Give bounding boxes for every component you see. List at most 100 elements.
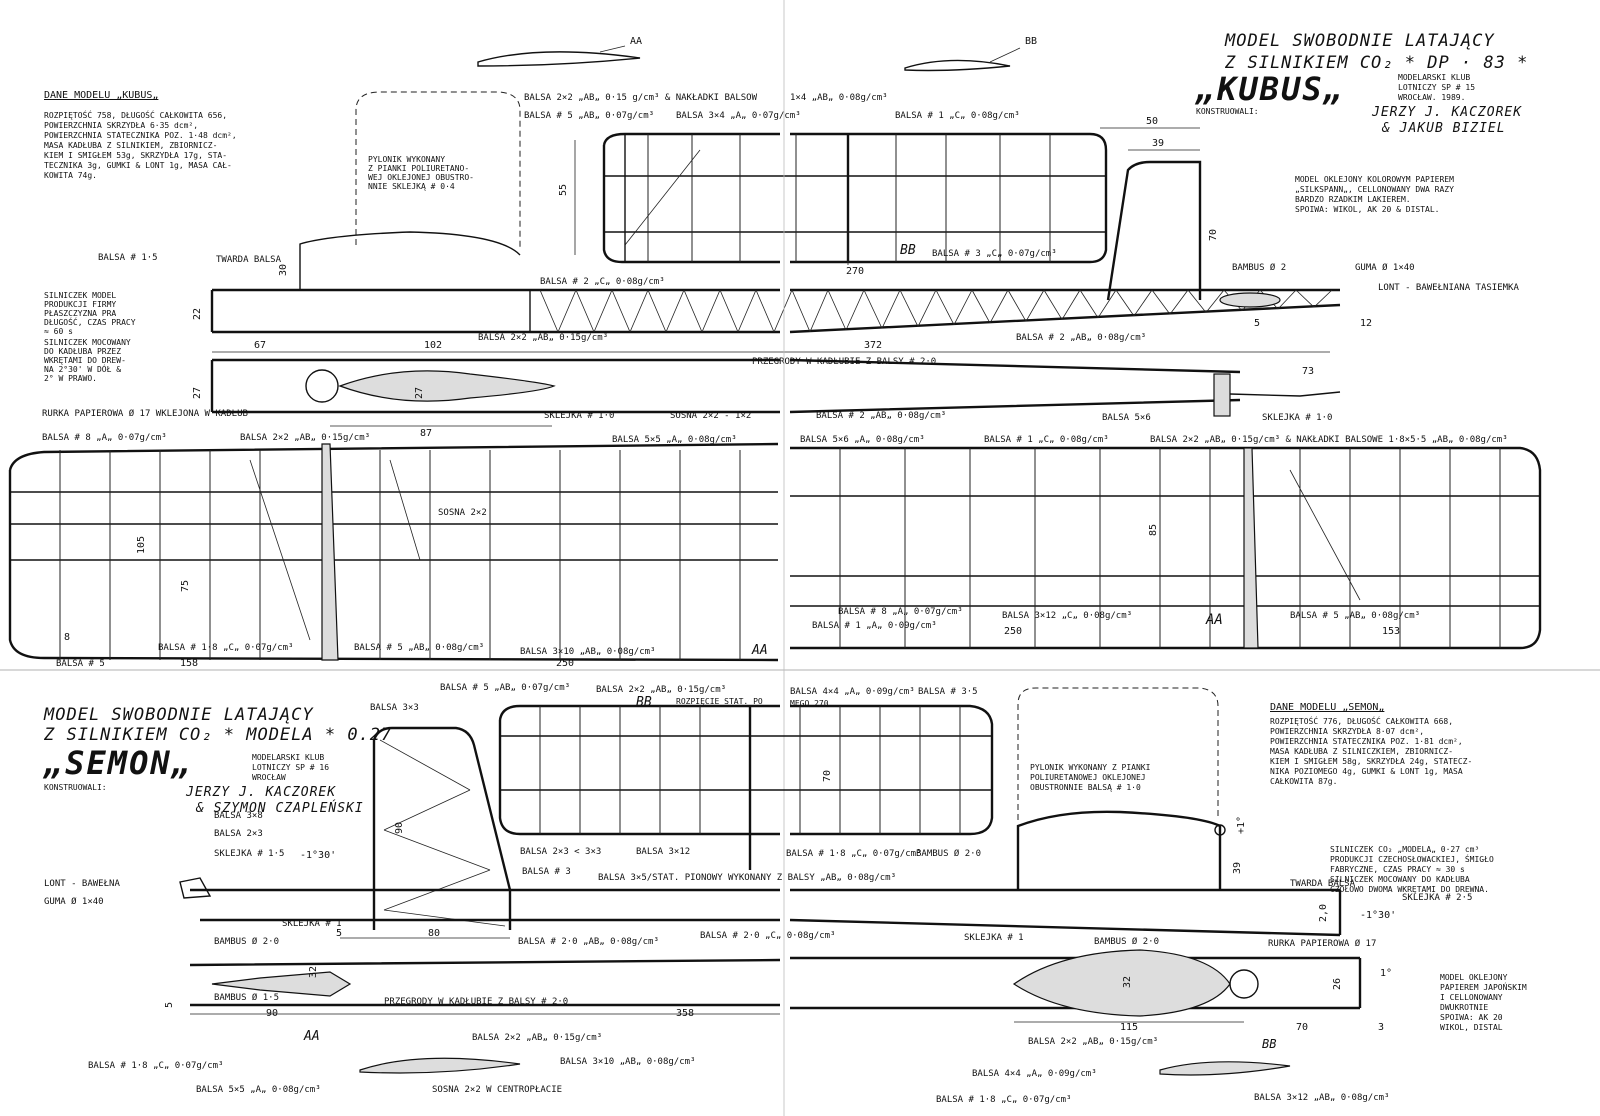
fin-truss-diagonal [383,789,471,831]
svg-text:BAMBUS Ø 2·0: BAMBUS Ø 2·0 [214,936,279,947]
kubus-club-1: MODELARSKI KLUB [1398,73,1470,82]
kubus-covering-note: MODEL OKLEJONY KOLOROWYM PAPIEREM „SILKS… [1295,175,1454,214]
truss-diagonal [611,289,631,333]
truss-diagonal [575,289,595,333]
svg-text:2° W PRAWO.: 2° W PRAWO. [44,374,97,383]
svg-text:BALSA # 3: BALSA # 3 [522,867,571,877]
truss-diagonal [899,289,919,327]
svg-text:DO KADŁUBA PRZEZ: DO KADŁUBA PRZEZ [44,347,121,356]
svg-text:SOSNA 2×2 W CENTROPŁACIE: SOSNA 2×2 W CENTROPŁACIE [432,1085,562,1095]
truss-diagonal [665,289,685,333]
svg-text:MODEL OKLEJONY KOLOROWYM PAPIE: MODEL OKLEJONY KOLOROWYM PAPIEREM [1295,175,1454,184]
kubus-model-name: „KUBUS„ [1194,70,1345,108]
svg-text:FABRYCZNE, CZAS PRACY ≈ 30 s: FABRYCZNE, CZAS PRACY ≈ 30 s [1330,865,1465,874]
svg-text:DWUKROTNIE: DWUKROTNIE [1440,1003,1488,1012]
svg-text:BALSA 2×2 „AB„ 0·15g/cm³: BALSA 2×2 „AB„ 0·15g/cm³ [472,1033,602,1043]
semon-stabilizer-plan: BALSA # 5 „AB„ 0·07g/cm³ BALSA 2×2 „AB„ … [440,683,994,877]
svg-text:+1°: +1° [1236,816,1247,834]
svg-text:70: 70 [1296,1022,1308,1033]
svg-text:LONT - BAWEŁNIANA TASIEMKA: LONT - BAWEŁNIANA TASIEMKA [1378,283,1519,293]
svg-text:PRODUKCJI CZECHOSŁOWACKIEJ, ŚM: PRODUKCJI CZECHOSŁOWACKIEJ, ŚMIGŁO [1330,853,1494,864]
svg-text:CAŁKOWITA 87g.: CAŁKOWITA 87g. [1270,777,1337,786]
svg-text:BALSA # 3·5: BALSA # 3·5 [918,687,978,697]
svg-text:OBUSTRONNIE BALSĄ # 1·0: OBUSTRONNIE BALSĄ # 1·0 [1030,783,1141,792]
svg-text:NNIE SKLEJKĄ # 0·4: NNIE SKLEJKĄ # 0·4 [368,182,455,191]
svg-text:SKLEJKA # 1·0: SKLEJKA # 1·0 [1262,413,1332,423]
svg-text:SILNICZEK CO₂ „MODELA„ 0·27 cm: SILNICZEK CO₂ „MODELA„ 0·27 cm³ [1330,845,1479,854]
svg-text:BALSA # 1·8 „C„ 0·07g/cm³: BALSA # 1·8 „C„ 0·07g/cm³ [936,1095,1071,1105]
semon-pylon: PYLONIK WYKONANY Z PIANKI POLIURETANOWEJ… [1016,687,1247,890]
svg-text:WEJ OKLEJONEJ OBUSTRO-: WEJ OKLEJONEJ OBUSTRO- [368,173,474,182]
svg-text:SPOIWA: WIKOL, AK 20 & DISTAL.: SPOIWA: WIKOL, AK 20 & DISTAL. [1295,205,1440,214]
svg-text:BALSA 2×2 „AB„ 0·15g/cm³ & NAK: BALSA 2×2 „AB„ 0·15g/cm³ & NAKŁADKI BALS… [1150,435,1508,445]
svg-text:32: 32 [308,966,319,978]
svg-text:SKLEJKA # 1: SKLEJKA # 1 [964,933,1024,943]
svg-text:SKLEJKA # 1·0: SKLEJKA # 1·0 [544,411,614,421]
svg-text:BALSA # 1·8 „C„ 0·07g/cm³: BALSA # 1·8 „C„ 0·07g/cm³ [786,849,921,859]
svg-text:I CELLONOWANY: I CELLONOWANY [1440,993,1503,1002]
truss-diagonal [791,289,811,333]
svg-text:87: 87 [420,428,432,439]
truss-diagonal [1277,289,1297,310]
svg-text:MODELARSKI KLUB: MODELARSKI KLUB [252,753,324,762]
svg-text:27: 27 [414,387,425,399]
svg-text:Z PIANKI POLIURETANO-: Z PIANKI POLIURETANO- [368,164,469,173]
airfoil-section-aa-top: AA [477,36,642,67]
svg-text:BB: BB [636,695,652,710]
svg-text:BALSA 2×2 „AB„ 0·15g/cm³: BALSA 2×2 „AB„ 0·15g/cm³ [478,333,608,343]
truss-diagonal [629,289,649,333]
svg-text:22: 22 [192,308,203,320]
svg-text:67: 67 [254,340,266,351]
svg-text:115: 115 [1120,1022,1138,1033]
svg-text:BALSA # 8 „A„ 0·07g/cm³: BALSA # 8 „A„ 0·07g/cm³ [838,607,963,617]
svg-text:CZOŁOWO DWOMA WKRĘTAMI DO DREW: CZOŁOWO DWOMA WKRĘTAMI DO DREWNA. [1330,885,1489,894]
svg-text:2,0: 2,0 [1318,904,1329,922]
svg-text:KIEM I SMIGŁEM 58g, SKRZYDŁA 2: KIEM I SMIGŁEM 58g, SKRZYDŁA 24g, STATEC… [1270,757,1472,766]
svg-text:BALSA 2×2 „AB„ 0·15g/cm³: BALSA 2×2 „AB„ 0·15g/cm³ [240,433,370,443]
svg-text:BALSA 3×4 „A„ 0·07g/cm³: BALSA 3×4 „A„ 0·07g/cm³ [676,111,801,121]
airfoil-section-bb-top: BB [904,36,1037,72]
svg-text:BALSA 3×10 „AB„ 0·08g/cm³: BALSA 3×10 „AB„ 0·08g/cm³ [560,1057,695,1067]
semon-covering-note: MODEL OKLEJONY PAPIEREM JAPOŃSKIM I CELL… [1440,973,1527,1032]
svg-text:SPOIWA: AK 20: SPOIWA: AK 20 [1440,1013,1503,1022]
truss-diagonal [1313,289,1333,308]
svg-text:BALSA # 5 „AB„ 0·08g/cm³: BALSA # 5 „AB„ 0·08g/cm³ [1290,611,1420,621]
svg-text:KOWITA 74g.: KOWITA 74g. [44,171,97,180]
semon-data-block: DANE MODELU „SEMON„ ROZPIĘTOŚĆ 776, DŁUG… [1270,702,1472,786]
svg-text:73: 73 [1302,366,1314,377]
truss-diagonal [719,289,739,333]
kubus-fin: 39 50 70 [1100,116,1219,301]
svg-text:BALSA # 1 „C„ 0·08g/cm³: BALSA # 1 „C„ 0·08g/cm³ [984,435,1109,445]
svg-text:30: 30 [278,264,289,276]
svg-text:GUMA Ø 1×40: GUMA Ø 1×40 [44,896,104,907]
svg-text:5: 5 [336,928,342,939]
svg-text:BALSA # 2 „AB„ 0·08g/cm³: BALSA # 2 „AB„ 0·08g/cm³ [816,411,946,421]
svg-text:SILNICZEK MOCOWANY: SILNICZEK MOCOWANY [44,338,131,347]
truss-diagonal [755,289,775,333]
truss-diagonal [1061,289,1081,320]
svg-text:BALSA 2×2 „AB„ 0·15 g/cm³ & NA: BALSA 2×2 „AB„ 0·15 g/cm³ & NAKŁADKI BAL… [524,93,758,103]
svg-text:SOSNA 2×2 - 1×2: SOSNA 2×2 - 1×2 [670,411,751,421]
svg-text:LONT - BAWEŁNA: LONT - BAWEŁNA [44,879,120,889]
title-block-semon: MODEL SWOBODNIE LATAJĄCY Z SILNIKIEM CO₂… [42,705,391,816]
svg-text:5: 5 [164,1002,175,1008]
svg-text:102: 102 [424,340,442,351]
wing-diagonal [1289,469,1361,601]
svg-text:PRODUKCJI FIRMY: PRODUKCJI FIRMY [44,300,116,309]
svg-text:TECZNIKA 3g, GUMKI & LONT 1g,: TECZNIKA 3g, GUMKI & LONT 1g, MASA CAŁ- [44,161,232,170]
truss-diagonal [845,289,865,331]
svg-text:BALSA 3×5/STAT. PIONOWY WYKONA: BALSA 3×5/STAT. PIONOWY WYKONANY Z BALSY… [598,873,896,883]
truss-diagonal [881,289,901,329]
dim-55: 55 [558,184,569,196]
svg-text:PŁASZCZYZNA PRA: PŁASZCZYZNA PRA [44,309,116,318]
truss-diagonal [647,289,667,333]
svg-text:105: 105 [136,536,147,554]
svg-text:250: 250 [556,658,574,669]
svg-text:BALSA # 1·8 „C„ 0·07g/cm³: BALSA # 1·8 „C„ 0·07g/cm³ [88,1061,223,1071]
svg-text:BALSA # 5 „AB„ 0·08g/cm³: BALSA # 5 „AB„ 0·08g/cm³ [354,643,484,653]
svg-text:LOTNICZY SP # 16: LOTNICZY SP # 16 [252,763,329,772]
truss-diagonal [701,289,721,333]
truss-diagonal [539,289,559,333]
svg-text:SOSNA 2×2: SOSNA 2×2 [438,508,487,518]
semon-model-name: „SEMON„ [42,744,193,782]
